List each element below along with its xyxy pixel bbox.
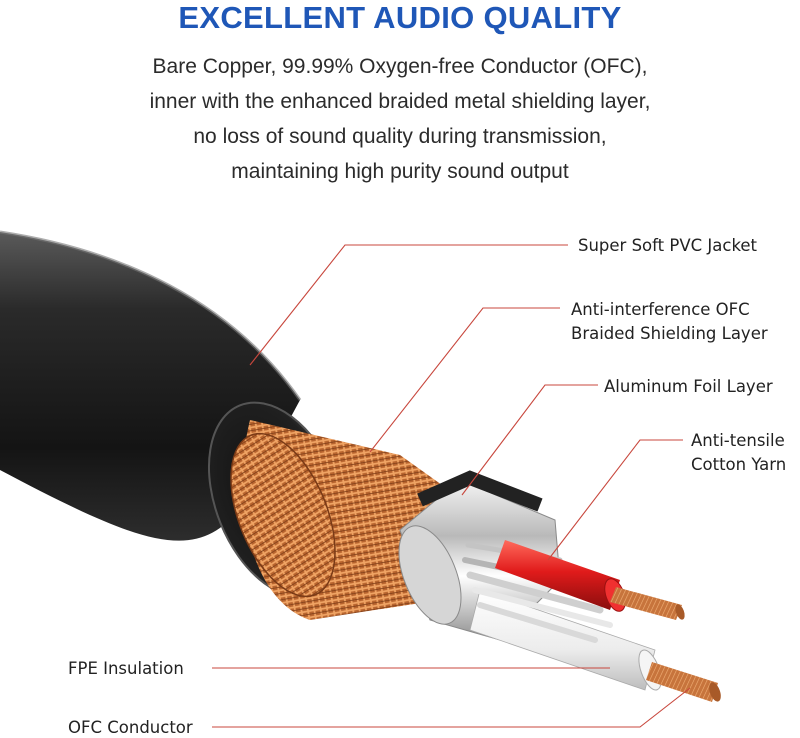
description-line: Bare Copper, 99.99% Oxygen-free Conducto…	[152, 55, 648, 78]
label-aluminum-foil: Aluminum Foil Layer	[604, 377, 773, 396]
leader-line-yarn	[547, 439, 683, 561]
label-ofc-conductor: OFC Conductor	[68, 718, 193, 737]
leader-line-ofc	[212, 687, 691, 728]
label-shielding-line1: Anti-interference OFC	[571, 300, 750, 319]
description: Bare Copper, 99.99% Oxygen-free Conducto…	[0, 49, 800, 189]
label-shielding-line2: Braided Shielding Layer	[571, 324, 768, 343]
label-cotton-yarn-line2: Cotton Yarn	[691, 455, 786, 474]
leader-line-foil	[461, 384, 598, 496]
description-line: maintaining high purity sound output	[231, 160, 569, 183]
leader-line-shielding	[369, 307, 560, 453]
leader-line-jacket	[249, 244, 568, 366]
page-title: EXCELLENT AUDIO QUALITY	[178, 0, 622, 35]
label-cotton-yarn-line1: Anti-tensile	[691, 431, 785, 450]
label-pvc-jacket: Super Soft PVC Jacket	[578, 236, 758, 255]
leader-lines	[212, 244, 691, 728]
description-line: inner with the enhanced braided metal sh…	[149, 90, 651, 113]
label-fpe-insulation: FPE Insulation	[68, 659, 184, 678]
red-insulated-wire	[495, 540, 685, 620]
description-line: no loss of sound quality during transmis…	[193, 125, 607, 148]
